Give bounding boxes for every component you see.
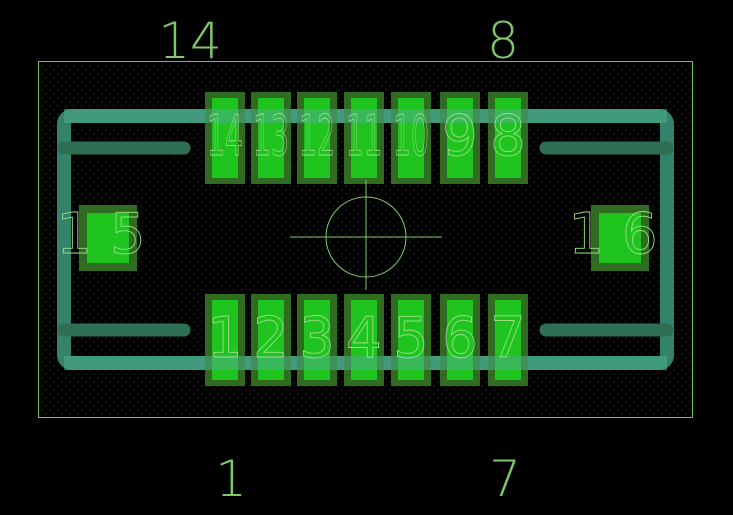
pad-number-bottom-5: 5 [393, 306, 429, 371]
silkscreen-overlay [64, 109, 667, 370]
pad-number-bottom-3: 3 [299, 306, 335, 371]
pad-number-top-8: 8 [490, 104, 526, 169]
pin-label-bottom-left: 1 [215, 450, 247, 508]
origin-crosshair-icon [290, 180, 442, 290]
pad-number-top-13: 13 [253, 104, 289, 169]
pad-number-top-11: 11 [346, 104, 382, 169]
pad-number-top-14: 14 [207, 104, 243, 169]
pin-label-top-left: 14 [158, 12, 222, 70]
pad-number-top-9: 9 [442, 104, 478, 169]
mount-pad-right [591, 205, 649, 271]
pad-number-bottom-2: 2 [253, 306, 289, 371]
pad-number-bottom-4: 4 [346, 306, 382, 371]
pad-number-bottom-1: 1 [207, 306, 243, 371]
pad-number-bottom-7: 7 [490, 306, 526, 371]
pad-number-top-12: 12 [299, 104, 335, 169]
mount-left-number: 15 [56, 202, 163, 267]
pin-label-top-right: 8 [487, 12, 519, 70]
pad-number-top-10: 10 [393, 104, 429, 169]
mount-pad-left [79, 205, 137, 271]
pin-label-bottom-right: 7 [489, 450, 521, 508]
silkscreen-bars [57, 141, 674, 337]
pad-number-bottom-6: 6 [442, 306, 478, 371]
mount-right-number: 16 [568, 202, 675, 267]
